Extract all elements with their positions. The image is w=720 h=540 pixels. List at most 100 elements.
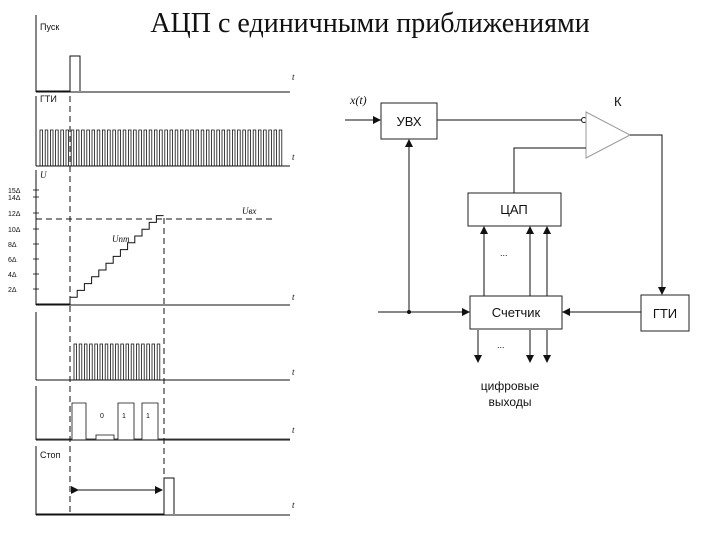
gti-pulse [96, 129, 101, 166]
gti-pulse [76, 129, 80, 166]
input-label: x(t) [349, 93, 367, 107]
gti-pulse [60, 129, 64, 166]
gti-pulse [216, 129, 220, 166]
gti-pulse [133, 129, 137, 166]
gti-pulse [44, 129, 49, 166]
gated-pulse [135, 343, 140, 380]
sample-hold-block [380, 102, 438, 140]
comparator [585, 111, 632, 159]
gated-pulse [115, 343, 119, 380]
time-label-4: t [292, 367, 295, 377]
gti-pulse [65, 129, 69, 166]
gti-pulse [164, 129, 168, 166]
counter-block [469, 295, 563, 330]
level-tick-label: 15Δ [8, 188, 21, 195]
bit-0: 0 [100, 413, 104, 420]
gti-timeline-label: ГТИ [40, 94, 57, 104]
gti-pulse [159, 129, 163, 166]
gti-pulse [86, 129, 90, 166]
gti-pulse-train [39, 129, 283, 166]
time-label-6: t [292, 500, 295, 510]
gated-pulse [151, 343, 156, 380]
digital-outputs-label-2: выходы [489, 395, 532, 409]
level-tick-label: 10Δ [8, 227, 21, 234]
level-tick-label: 8Δ [8, 242, 17, 249]
level-tick-label: 12Δ [8, 211, 21, 218]
start-label: Пуск [40, 22, 59, 32]
gti-pulse [55, 129, 59, 166]
comparator-label: К [614, 94, 622, 109]
dac-label: ЦАП [500, 202, 528, 217]
gated-pulse [141, 343, 145, 380]
gti-pulse [221, 129, 226, 166]
bit-2: 1 [146, 413, 150, 420]
gti-pulse [107, 129, 111, 166]
sample-hold-label: УВХ [396, 114, 421, 129]
gti-pulse [205, 129, 210, 166]
uin-label: Uвх [242, 206, 256, 216]
gated-pulse [78, 343, 83, 380]
bus-dots-lower: ... [497, 340, 505, 350]
gti-pulse [112, 129, 116, 166]
gti-pulse [143, 129, 148, 166]
gti-pulse [247, 129, 252, 166]
gti-pulse [127, 129, 132, 166]
time-label-5: t [292, 425, 295, 435]
gti-pulse [273, 129, 278, 166]
gti-pulse [70, 129, 75, 166]
bus-dots-upper: ... [500, 248, 508, 258]
gti-block [640, 294, 690, 332]
gti-pulse [102, 129, 106, 166]
gated-pulse [156, 343, 161, 380]
gti-pulse [117, 129, 121, 166]
gated-pulse [94, 343, 98, 380]
gti-pulse [185, 129, 189, 166]
gti-pulse [231, 129, 236, 166]
gated-pulse [99, 343, 103, 380]
gti-pulse [211, 129, 215, 166]
bits-timeline: 0 1 1 t [35, 386, 295, 441]
voltage-axis-label: U [40, 170, 47, 180]
gated-pulse [120, 343, 124, 380]
gti-pulse [190, 129, 194, 166]
gated-pulse [130, 343, 135, 380]
gated-pulse [110, 343, 114, 380]
uout-label: Uпт [112, 234, 130, 244]
gti-pulse [138, 129, 142, 166]
gti-pulse [179, 129, 184, 166]
stop-label: Стоп [40, 450, 61, 460]
gated-pulse-train [73, 343, 161, 380]
dac-to-comparator-line [513, 147, 586, 193]
gti-pulse [122, 129, 127, 166]
level-tick-label: 2Δ [8, 287, 17, 294]
gti-pulse [268, 129, 272, 166]
level-tick-label: 6Δ [8, 257, 17, 264]
start-timeline: Пуск t [35, 15, 295, 93]
gti-pulse [257, 129, 262, 166]
gti-pulse [237, 129, 241, 166]
level-tick-label: 4Δ [8, 272, 17, 279]
gated-pulse [89, 343, 93, 380]
gated-pulses-timeline: t [35, 312, 295, 381]
gated-pulse [125, 343, 130, 380]
counter-label: Счетчик [492, 305, 541, 320]
gti-pulse [81, 129, 85, 166]
time-label-1: t [292, 72, 295, 82]
digital-outputs-label-1: цифровые [481, 379, 540, 393]
gti-pulse [148, 129, 153, 166]
level-tick-label: 14Δ [8, 195, 21, 202]
dac-staircase [36, 215, 164, 305]
comparator-to-gti-line [630, 134, 666, 295]
gti-pulse [39, 129, 43, 166]
bits-waveform [36, 402, 290, 440]
stop-timeline: Стоп t [35, 446, 295, 516]
gti-pulse [91, 129, 95, 166]
bit-1: 1 [122, 413, 126, 420]
time-label-3: t [292, 292, 295, 302]
gti-pulse [263, 129, 267, 166]
gti-pulse [226, 129, 231, 166]
gti-block-label: ГТИ [653, 306, 677, 321]
gated-pulse [104, 343, 109, 380]
gated-pulse [73, 343, 77, 380]
